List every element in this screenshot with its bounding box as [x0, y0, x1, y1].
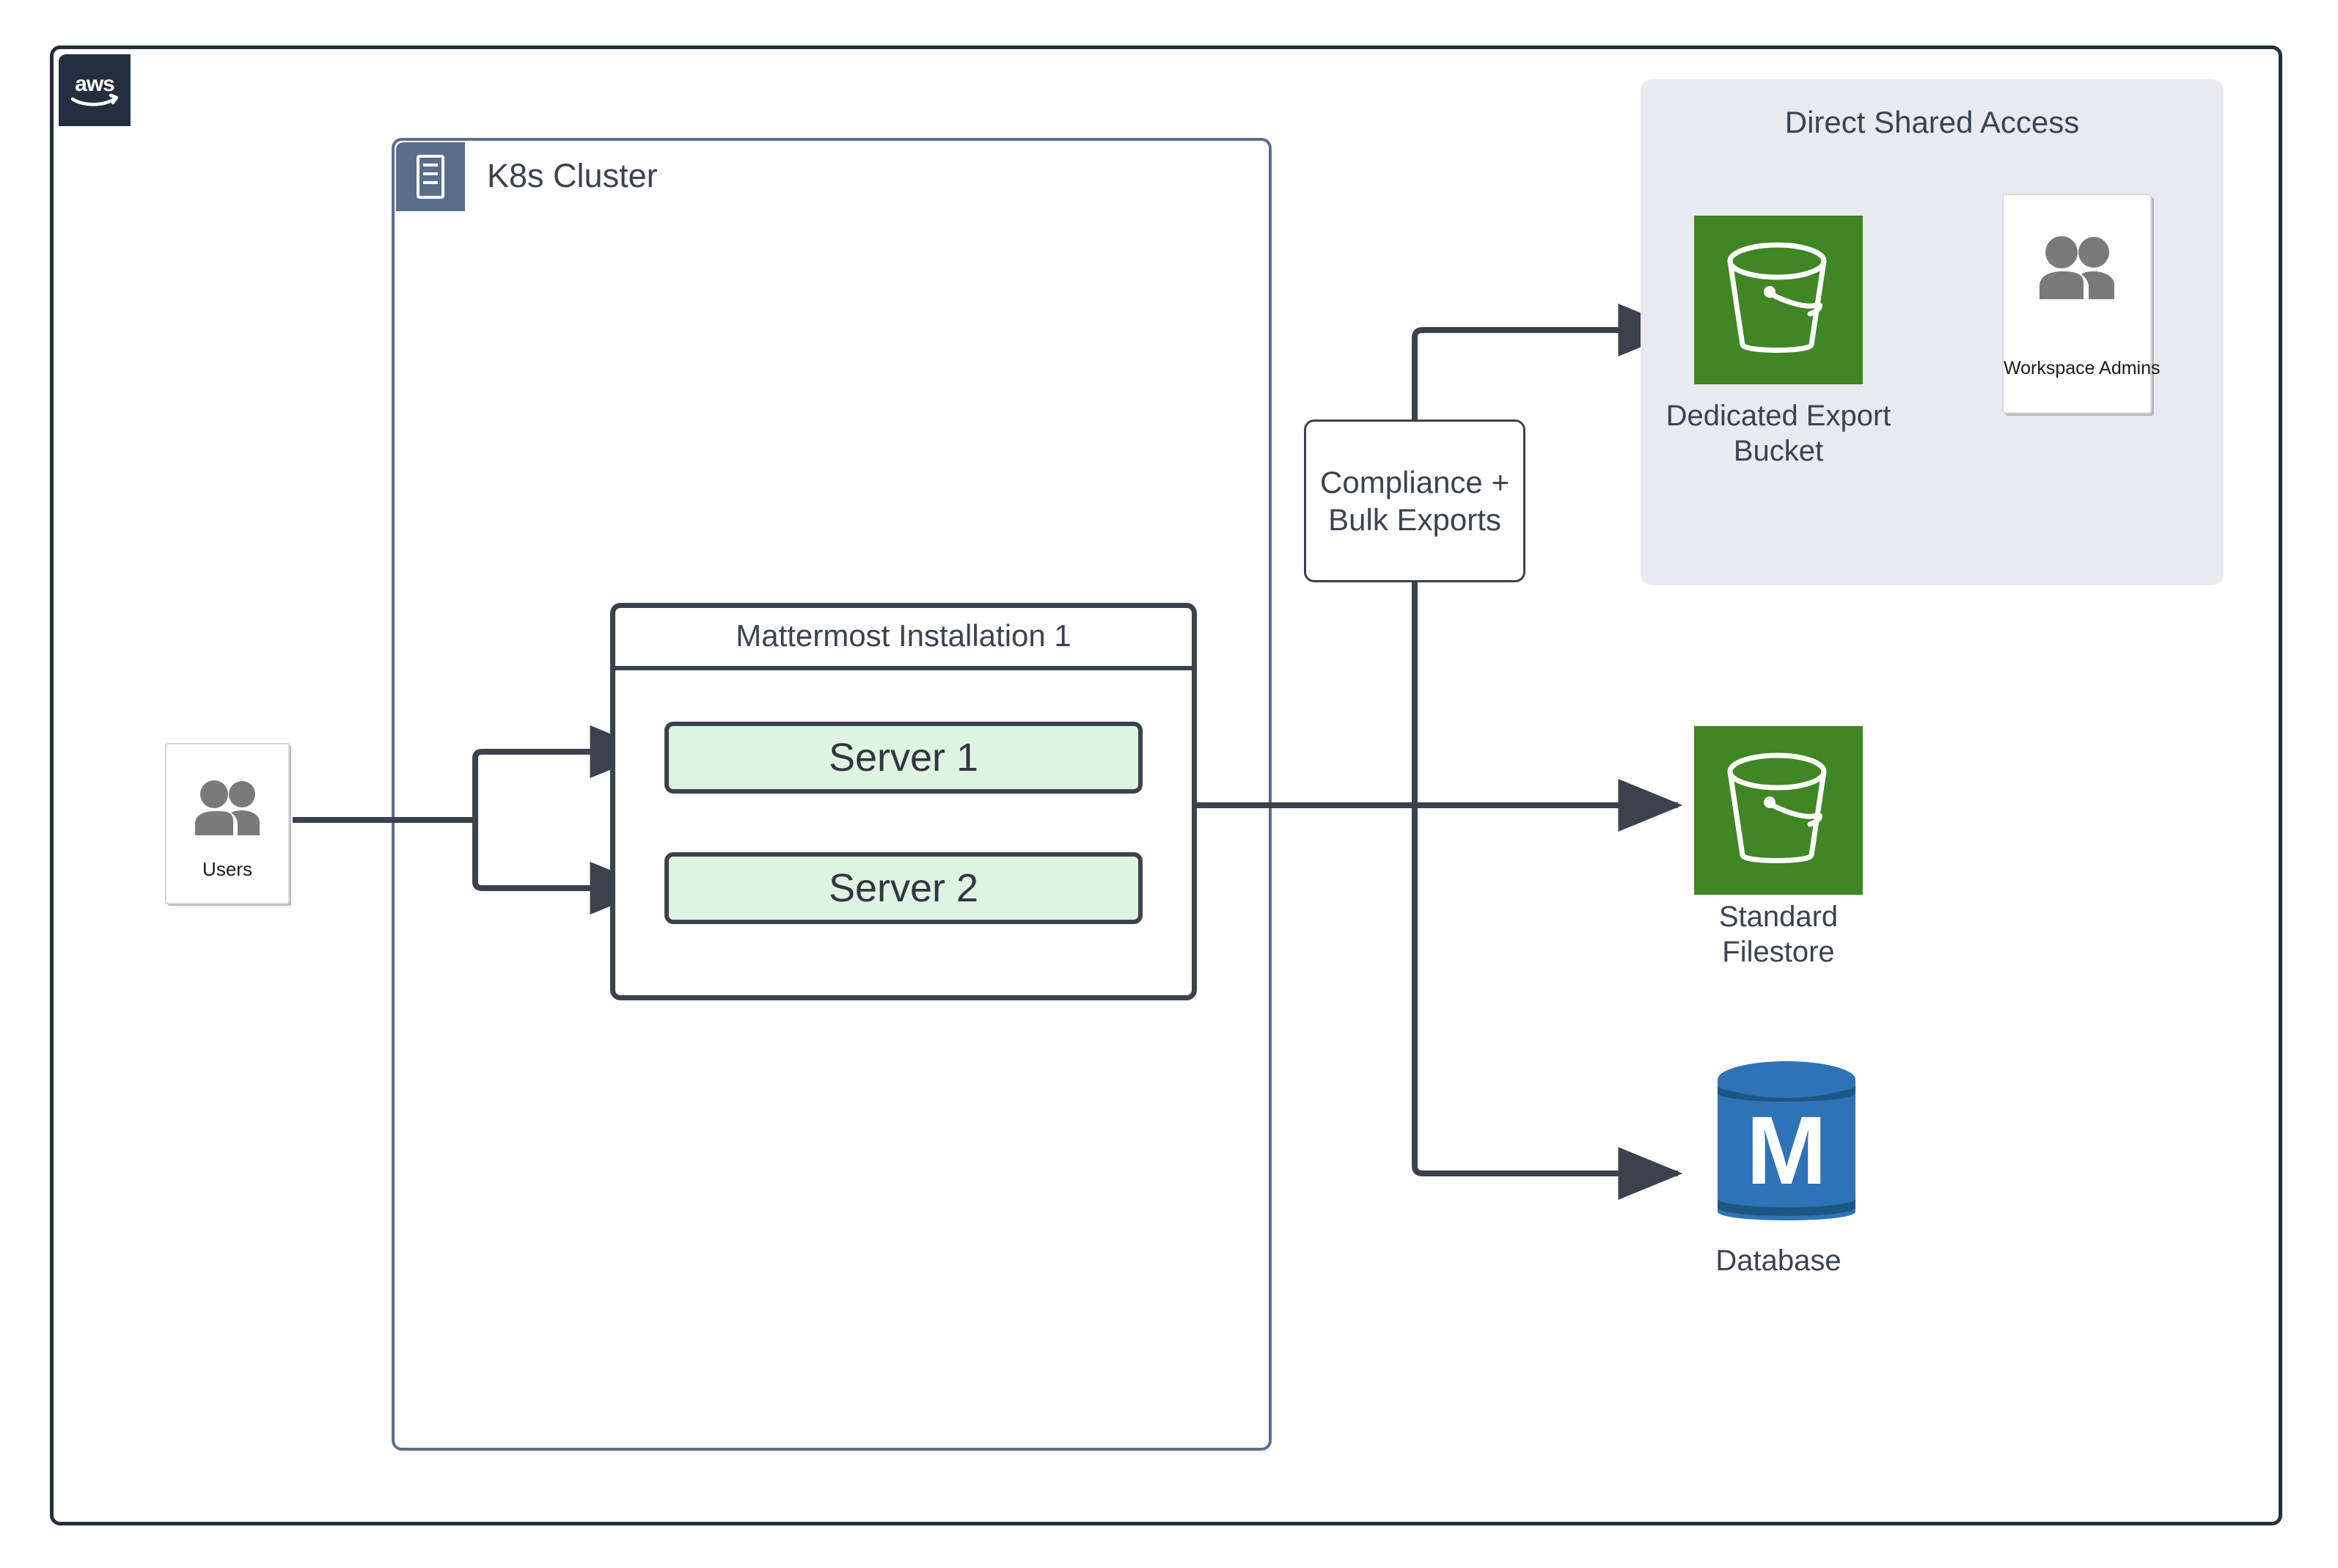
compliance-line-2: Bulk Exports	[1328, 502, 1501, 537]
k8s-cluster-label: K8s Cluster	[487, 157, 658, 194]
aws-logo-icon: aws	[59, 54, 131, 126]
svg-text:M: M	[1746, 1096, 1827, 1204]
compliance-bulk-exports-node[interactable]: Compliance + Bulk Exports	[1304, 420, 1525, 582]
server-1-node[interactable]: Server 1	[664, 722, 1143, 794]
installation-title-divider	[610, 666, 1197, 670]
s3-bucket-icon[interactable]	[1694, 726, 1863, 895]
users-icon	[188, 778, 267, 840]
s3-bucket-icon[interactable]	[1694, 216, 1863, 384]
svg-text:aws: aws	[75, 72, 114, 96]
export-bucket-label-line-2: Bucket	[1733, 435, 1824, 467]
dedicated-export-bucket-label: Dedicated Export Bucket	[1624, 398, 1932, 469]
workspace-admins-node[interactable]: Workspace Admins	[2002, 194, 2161, 414]
k8s-cluster-boundary	[392, 138, 1272, 1451]
users-icon	[2031, 233, 2123, 304]
filestore-label-line-1: Standard	[1718, 901, 1839, 933]
aws-cloud-boundary	[50, 45, 2282, 1525]
filestore-label-line-2: Filestore	[1722, 936, 1835, 968]
export-bucket-label-line-1: Dedicated Export	[1665, 400, 1891, 432]
workspace-admins-label: Workspace Admins	[2004, 358, 2161, 378]
database-label: Database	[1715, 1245, 1842, 1277]
direct-shared-access-title: Direct Shared Access	[1784, 105, 2080, 139]
mattermost-installation-box	[610, 603, 1197, 1000]
users-node[interactable]: Users	[165, 743, 290, 904]
users-label: Users	[202, 858, 252, 880]
server-2-node[interactable]: Server 2	[664, 852, 1143, 924]
mattermost-database-icon[interactable]: M	[1713, 1060, 1860, 1236]
standard-filestore-label: Standard Filestore	[1624, 899, 1932, 970]
compliance-line-1: Compliance +	[1320, 464, 1509, 499]
server-rack-icon	[396, 142, 465, 211]
installation-title: Mattermost Installation 1	[736, 618, 1071, 653]
